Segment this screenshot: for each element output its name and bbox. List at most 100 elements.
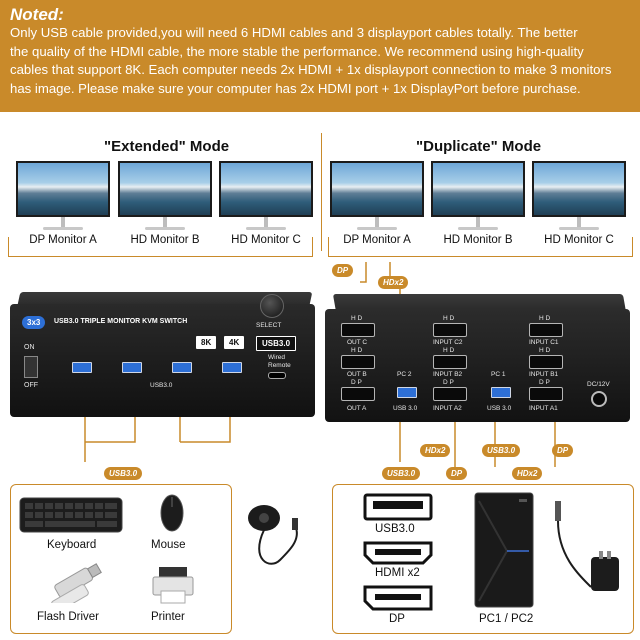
notice-line-2: the quality of the HDMI cable, the more … bbox=[10, 43, 584, 59]
printer-label: Printer bbox=[151, 611, 185, 623]
pc2-hd-top-label: H D bbox=[443, 315, 455, 322]
out-c-label: OUT C bbox=[347, 339, 368, 346]
duplicate-mode-title: "Duplicate" Mode bbox=[416, 138, 542, 155]
spec-4k-badge: 4K bbox=[224, 336, 245, 349]
front-usb-port-1[interactable] bbox=[72, 362, 92, 373]
power-label: DC/12V bbox=[587, 381, 610, 388]
wired-remote-port[interactable] bbox=[268, 372, 286, 379]
front-usb-label: USB3.0 bbox=[150, 382, 173, 389]
wired-remote-cable-icon bbox=[248, 505, 298, 565]
extended-monitor-b: HD Monitor B bbox=[118, 161, 212, 246]
kvm-front-unit: 3x3 USB3.0 TRIPLE MONITOR KVM SWITCH SEL… bbox=[10, 292, 315, 417]
hdx2-pc1-badge: HDx2 bbox=[512, 467, 543, 480]
input-a2-port[interactable] bbox=[433, 387, 467, 401]
usb-pc2-badge: USB3.0 bbox=[382, 467, 421, 480]
displayport-connector-icon bbox=[363, 585, 433, 611]
out-a-port[interactable] bbox=[341, 387, 375, 401]
input-b2-port[interactable] bbox=[433, 355, 467, 369]
wired-remote-label: Wired Remote bbox=[268, 354, 291, 369]
notice-line-1: Only USB cable provided,you will need 6 … bbox=[10, 25, 578, 40]
front-usb-port-2[interactable] bbox=[122, 362, 142, 373]
pc1-hd-top-label: H D bbox=[539, 315, 551, 322]
pc2-hd-mid-label: H D bbox=[443, 347, 455, 354]
monitor-label: HD Monitor C bbox=[231, 234, 301, 246]
mouse-label: Mouse bbox=[151, 539, 186, 551]
extended-monitor-c: HD Monitor C bbox=[219, 161, 313, 246]
monitor-label: DP Monitor A bbox=[343, 234, 411, 246]
monitor-label: HD Monitor B bbox=[443, 234, 513, 246]
printer-icon bbox=[152, 567, 194, 604]
extended-bracket bbox=[8, 237, 313, 257]
extended-monitor-a: DP Monitor A bbox=[16, 161, 110, 246]
monitor-screen-icon bbox=[219, 161, 313, 217]
input-a1-label: INPUT A1 bbox=[529, 405, 558, 412]
flash-driver-label: Flash Driver bbox=[37, 611, 99, 623]
out-hd-mid-label: H D bbox=[351, 347, 363, 354]
pc2-usb-port[interactable] bbox=[397, 387, 417, 398]
pc1-usb-label: USB 3.0 bbox=[487, 405, 512, 412]
out-c-port[interactable] bbox=[341, 323, 375, 337]
notice-line-3: cables that support 8K. Each computer ne… bbox=[10, 62, 612, 77]
input-b1-port[interactable] bbox=[529, 355, 563, 369]
extended-mode-title: "Extended" Mode bbox=[104, 138, 230, 155]
input-a1-port[interactable] bbox=[529, 387, 563, 401]
mode-divider bbox=[321, 133, 322, 251]
connection-panel: USB3.0 HDMI x2 DP PC1 / PC2 bbox=[332, 484, 634, 634]
kvm-rear-unit: H D OUT C H D OUT B D P OUT A PC 2 USB 3… bbox=[325, 294, 630, 422]
device-area: 3x3 USB3.0 TRIPLE MONITOR KVM SWITCH SEL… bbox=[0, 262, 640, 480]
power-on-label: ON bbox=[24, 344, 35, 351]
front-usb-port-3[interactable] bbox=[172, 362, 192, 373]
pc1-usb-port[interactable] bbox=[491, 387, 511, 398]
flash-drive-icon bbox=[51, 563, 102, 603]
dp-conn-label: DP bbox=[389, 613, 405, 625]
out-dp-label: D P bbox=[351, 379, 362, 386]
usb-connector-icon bbox=[363, 493, 433, 521]
model-badge: 3x3 bbox=[22, 316, 46, 329]
pc1-dp-label: D P bbox=[539, 379, 550, 386]
input-c1-label: INPUT C1 bbox=[529, 339, 559, 346]
duplicate-monitor-a: DP Monitor A bbox=[330, 161, 424, 246]
usb-front-badge: USB3.0 bbox=[104, 467, 143, 480]
input-b2-label: INPUT B2 bbox=[433, 371, 463, 378]
kvm-name-label: USB3.0 TRIPLE MONITOR KVM SWITCH bbox=[54, 318, 188, 325]
out-a-label: OUT A bbox=[347, 405, 367, 412]
monitor-screen-icon bbox=[330, 161, 424, 217]
power-off-label: OFF bbox=[24, 382, 38, 389]
monitor-label: DP Monitor A bbox=[29, 234, 97, 246]
notice-line-4: has image. Please make sure your compute… bbox=[10, 80, 581, 96]
monitor-screen-icon bbox=[16, 161, 110, 217]
out-hd-top-label: H D bbox=[351, 315, 363, 322]
hdmi-connector-icon bbox=[363, 541, 433, 565]
hdmi-conn-label: HDMI x2 bbox=[375, 567, 420, 579]
hdx2-pc2-badge: HDx2 bbox=[420, 444, 451, 457]
keyboard-label: Keyboard bbox=[47, 539, 97, 551]
out-b-port[interactable] bbox=[341, 355, 375, 369]
power-adapter-icon bbox=[555, 501, 619, 591]
select-knob[interactable] bbox=[260, 294, 284, 318]
out-b-label: OUT B bbox=[347, 371, 367, 378]
monitor-label: HD Monitor B bbox=[130, 234, 200, 246]
duplicate-bracket bbox=[328, 237, 633, 257]
input-c2-port[interactable] bbox=[433, 323, 467, 337]
pc1-label: PC 1 bbox=[491, 371, 506, 378]
input-b1-label: INPUT B1 bbox=[529, 371, 559, 378]
input-c1-port[interactable] bbox=[529, 323, 563, 337]
notice-title: Noted: bbox=[10, 5, 64, 24]
duplicate-monitor-c: HD Monitor C bbox=[532, 161, 626, 246]
input-c2-label: INPUT C2 bbox=[433, 339, 463, 346]
power-switch[interactable] bbox=[24, 356, 38, 378]
monitor-label: HD Monitor C bbox=[544, 234, 614, 246]
spec-8k-badge: 8K bbox=[196, 336, 217, 349]
dp-pc1-badge: DP bbox=[552, 444, 574, 457]
pc2-usb-label: USB 3.0 bbox=[393, 405, 418, 412]
monitor-screen-icon bbox=[118, 161, 212, 217]
spec-usb-badge: USB3.0 bbox=[256, 336, 297, 351]
pc-label: PC1 / PC2 bbox=[479, 613, 534, 625]
usb-conn-label: USB3.0 bbox=[375, 523, 415, 535]
dc-power-port[interactable] bbox=[591, 391, 607, 407]
front-usb-port-4[interactable] bbox=[222, 362, 242, 373]
hdx2-out-badge: HDx2 bbox=[378, 276, 409, 289]
dp-out-badge: DP bbox=[332, 264, 354, 277]
pc-tower-icon bbox=[474, 492, 534, 608]
usb-pc1-badge: USB3.0 bbox=[482, 444, 521, 457]
